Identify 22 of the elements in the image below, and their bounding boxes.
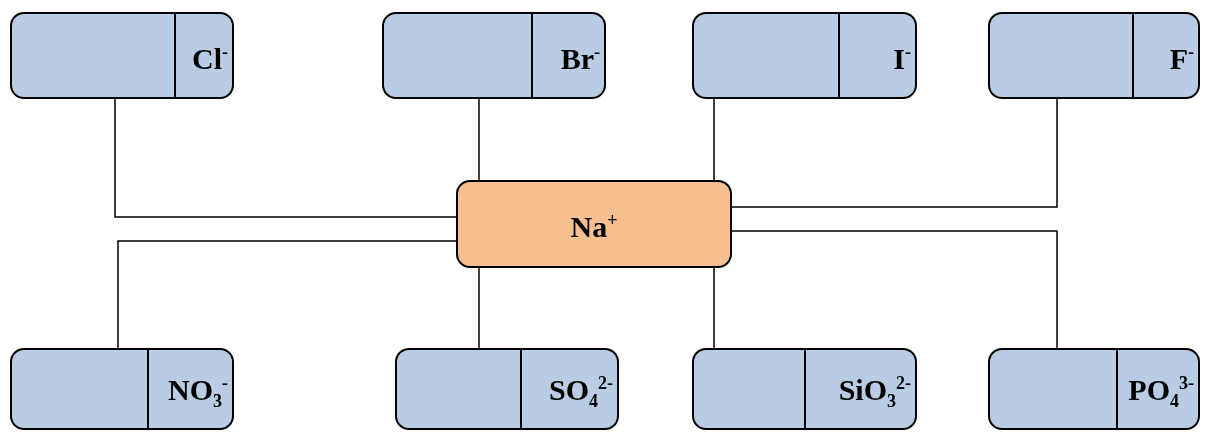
ion-box [10, 12, 234, 99]
connector-line [478, 98, 480, 181]
ion-box [988, 348, 1200, 430]
ion-box [395, 348, 619, 430]
anion-label: Cl$^{-}$ [192, 40, 228, 76]
connector-line [713, 98, 715, 181]
connector-line [114, 98, 457, 218]
ion-box [692, 12, 917, 99]
connector-line [731, 230, 1058, 349]
ion-box [10, 348, 234, 430]
ion-box [988, 12, 1200, 99]
connector-line [117, 240, 457, 349]
cation-box [456, 180, 732, 268]
anion-label: Br$^{-}$ [560, 40, 600, 76]
connector-line [478, 267, 480, 349]
anion-label: I$^{-}$ [893, 40, 911, 76]
connector-line [713, 267, 715, 349]
connector-line [731, 98, 1058, 208]
anion-label: F$^{-}$ [1169, 40, 1194, 76]
cation-label: Na$^{+}$ [570, 209, 618, 244]
ion-box [382, 12, 606, 99]
ion-box [692, 348, 917, 430]
